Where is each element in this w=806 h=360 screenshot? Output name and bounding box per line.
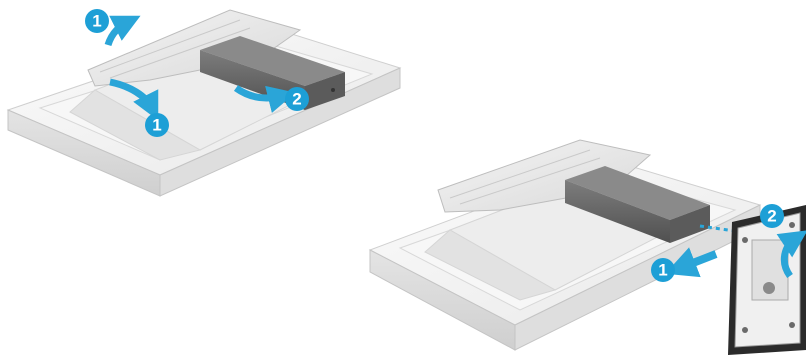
svg-text:1: 1 (92, 12, 101, 31)
svg-text:1: 1 (152, 116, 161, 135)
step-callout-1: 1 (651, 258, 675, 282)
step-callout-1b: 1 (145, 113, 169, 137)
svg-text:1: 1 (658, 261, 667, 280)
svg-text:2: 2 (767, 207, 776, 226)
step-callout-1a: 1 (85, 9, 109, 33)
panel-step-one: 1 1 2 (8, 9, 400, 196)
panel-step-two: 1 2 (370, 140, 806, 355)
mounting-plate (728, 205, 806, 355)
step-callout-2: 2 (760, 204, 784, 228)
svg-text:2: 2 (292, 90, 301, 109)
lift-arrow (108, 22, 128, 45)
step-callout-2: 2 (285, 87, 309, 111)
